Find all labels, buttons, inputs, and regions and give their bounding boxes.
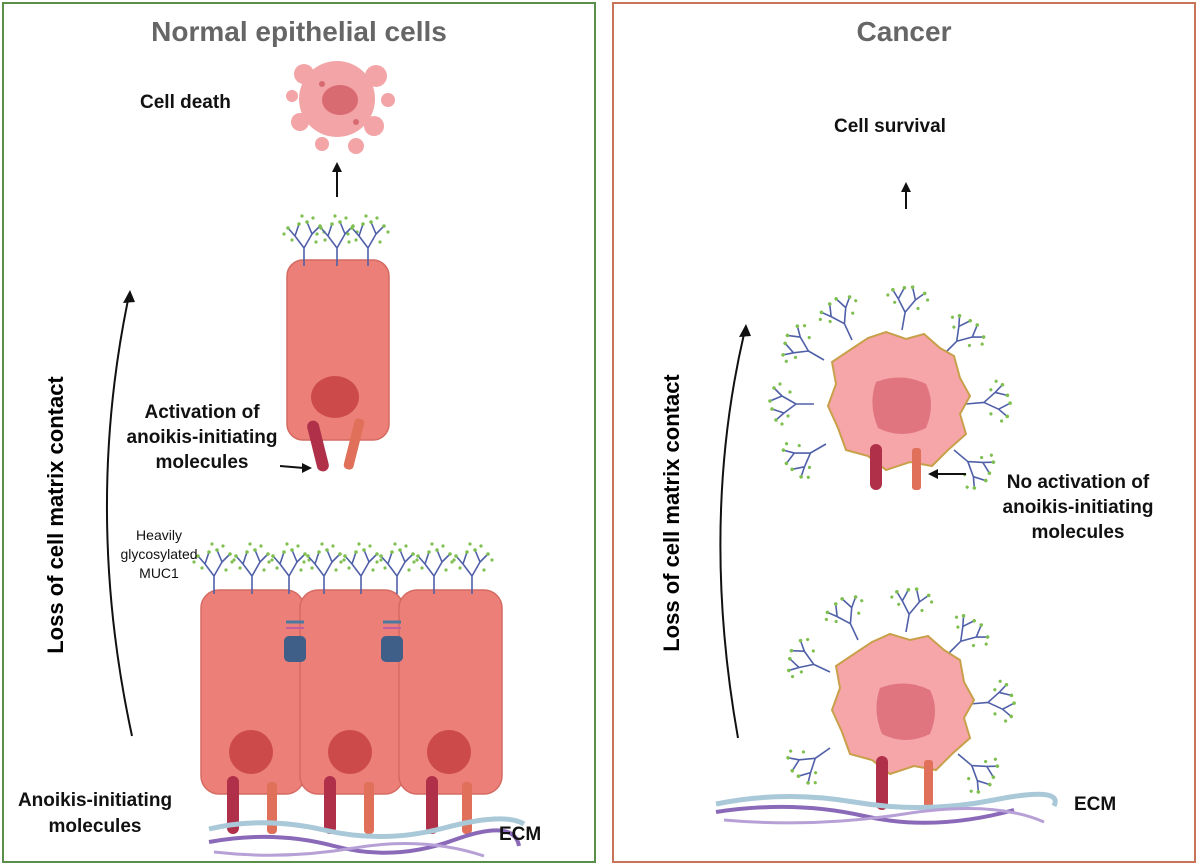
dead-cell-icon bbox=[286, 61, 395, 154]
anoikis-label: Anoikis-initiating molecules bbox=[8, 788, 182, 840]
normal-cells-illustration bbox=[106, 61, 526, 858]
cancer-cell-lower bbox=[778, 582, 1019, 810]
activation-label-line-2: anoikis-initiating bbox=[126, 427, 278, 448]
muc1-label-line-2: glycosylated bbox=[120, 546, 198, 562]
cancer-panel: Cancer bbox=[612, 2, 1196, 863]
no-activation-label-line-3: molecules bbox=[1031, 522, 1125, 543]
ecm-label-left: ECM bbox=[499, 824, 542, 845]
no-activation-label: No activation of anoikis-initiating mole… bbox=[978, 470, 1178, 545]
muc1-label: Heavily glycosylated MUC1 bbox=[114, 526, 204, 583]
cell-death-label: Cell death bbox=[140, 92, 231, 113]
ecm-label-right: ECM bbox=[1074, 794, 1117, 815]
anoikis-label-line-1: Anoikis-initiating bbox=[17, 790, 173, 811]
anoikis-label-line-2: molecules bbox=[48, 816, 142, 837]
side-label-left: Loss of cell matrix contact bbox=[43, 376, 68, 654]
no-activation-label-line-2: anoikis-initiating bbox=[1002, 497, 1154, 518]
cancer-cells-illustration bbox=[715, 182, 1058, 825]
activation-label-line-3: molecules bbox=[155, 452, 249, 473]
normal-epithelial-panel: Normal epithelial cells bbox=[2, 2, 596, 863]
cancer-cell-upper bbox=[767, 280, 1015, 497]
activation-label-line-1: Activation of bbox=[144, 402, 260, 423]
side-label-right: Loss of cell matrix contact bbox=[659, 374, 684, 652]
muc1-label-line-3: MUC1 bbox=[139, 565, 179, 581]
right-panel-title: Cancer bbox=[856, 16, 952, 47]
left-panel-title: Normal epithelial cells bbox=[151, 16, 447, 47]
muc1-label-line-1: Heavily bbox=[136, 527, 182, 543]
no-activation-label-line-1: No activation of bbox=[1006, 472, 1150, 493]
cell-survival-label: Cell survival bbox=[834, 116, 946, 137]
activation-label: Activation of anoikis-initiating molecul… bbox=[122, 400, 282, 475]
